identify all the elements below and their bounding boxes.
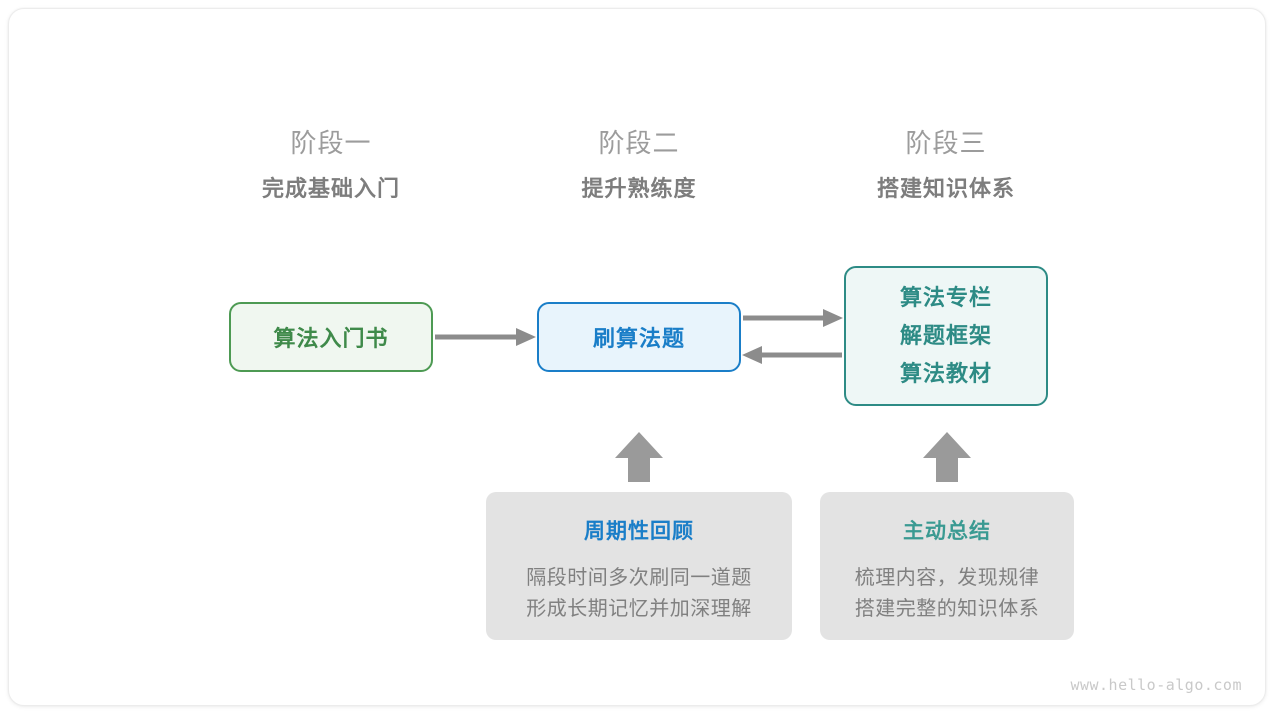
stage-1-name: 阶段一 — [290, 128, 372, 158]
tip-card-periodic-review-title: 周期性回顾 — [584, 520, 694, 543]
watermark: www.hello-algo.com — [1070, 676, 1242, 694]
tip-card-periodic-review-body: 隔段时间多次刷同一道题 形成长期记忆并加深理解 — [486, 563, 792, 625]
tip-card-active-summary-body: 梳理内容，发现规律 搭建完整的知识体系 — [820, 563, 1074, 625]
tip-card-active-summary-title: 主动总结 — [903, 520, 991, 543]
tip-card-periodic-review[interactable]: 周期性回顾 隔段时间多次刷同一道题 形成长期记忆并加深理解 — [486, 492, 792, 640]
node-resources[interactable]: 算法专栏 解题框架 算法教材 — [844, 266, 1048, 406]
node-resources-line-2: 解题框架 — [899, 323, 992, 348]
node-practice-problems-label: 刷算法题 — [592, 326, 685, 351]
stage-3-goal: 搭建知识体系 — [876, 176, 1015, 201]
tip-body-line: 搭建完整的知识体系 — [854, 598, 1040, 620]
stage-header-3: 阶段三 搭建知识体系 — [816, 126, 1076, 204]
stage-2-name: 阶段二 — [598, 128, 680, 158]
tip-body-line: 形成长期记忆并加深理解 — [526, 598, 752, 620]
node-intro-book[interactable]: 算法入门书 — [229, 302, 433, 372]
stage-3-name: 阶段三 — [905, 128, 987, 158]
stage-header-1: 阶段一 完成基础入门 — [201, 126, 461, 204]
stage-2-goal: 提升熟练度 — [581, 176, 697, 201]
node-intro-book-label: 算法入门书 — [273, 326, 389, 351]
node-practice-problems[interactable]: 刷算法题 — [537, 302, 741, 372]
tip-body-line: 梳理内容，发现规律 — [854, 567, 1040, 589]
tip-card-active-summary[interactable]: 主动总结 梳理内容，发现规律 搭建完整的知识体系 — [820, 492, 1074, 640]
node-resources-line-1: 算法专栏 — [899, 285, 992, 310]
stage-1-goal: 完成基础入门 — [261, 176, 400, 201]
node-resources-line-3: 算法教材 — [899, 361, 992, 386]
stage-header-2: 阶段二 提升熟练度 — [509, 126, 769, 204]
tip-body-line: 隔段时间多次刷同一道题 — [526, 567, 752, 589]
